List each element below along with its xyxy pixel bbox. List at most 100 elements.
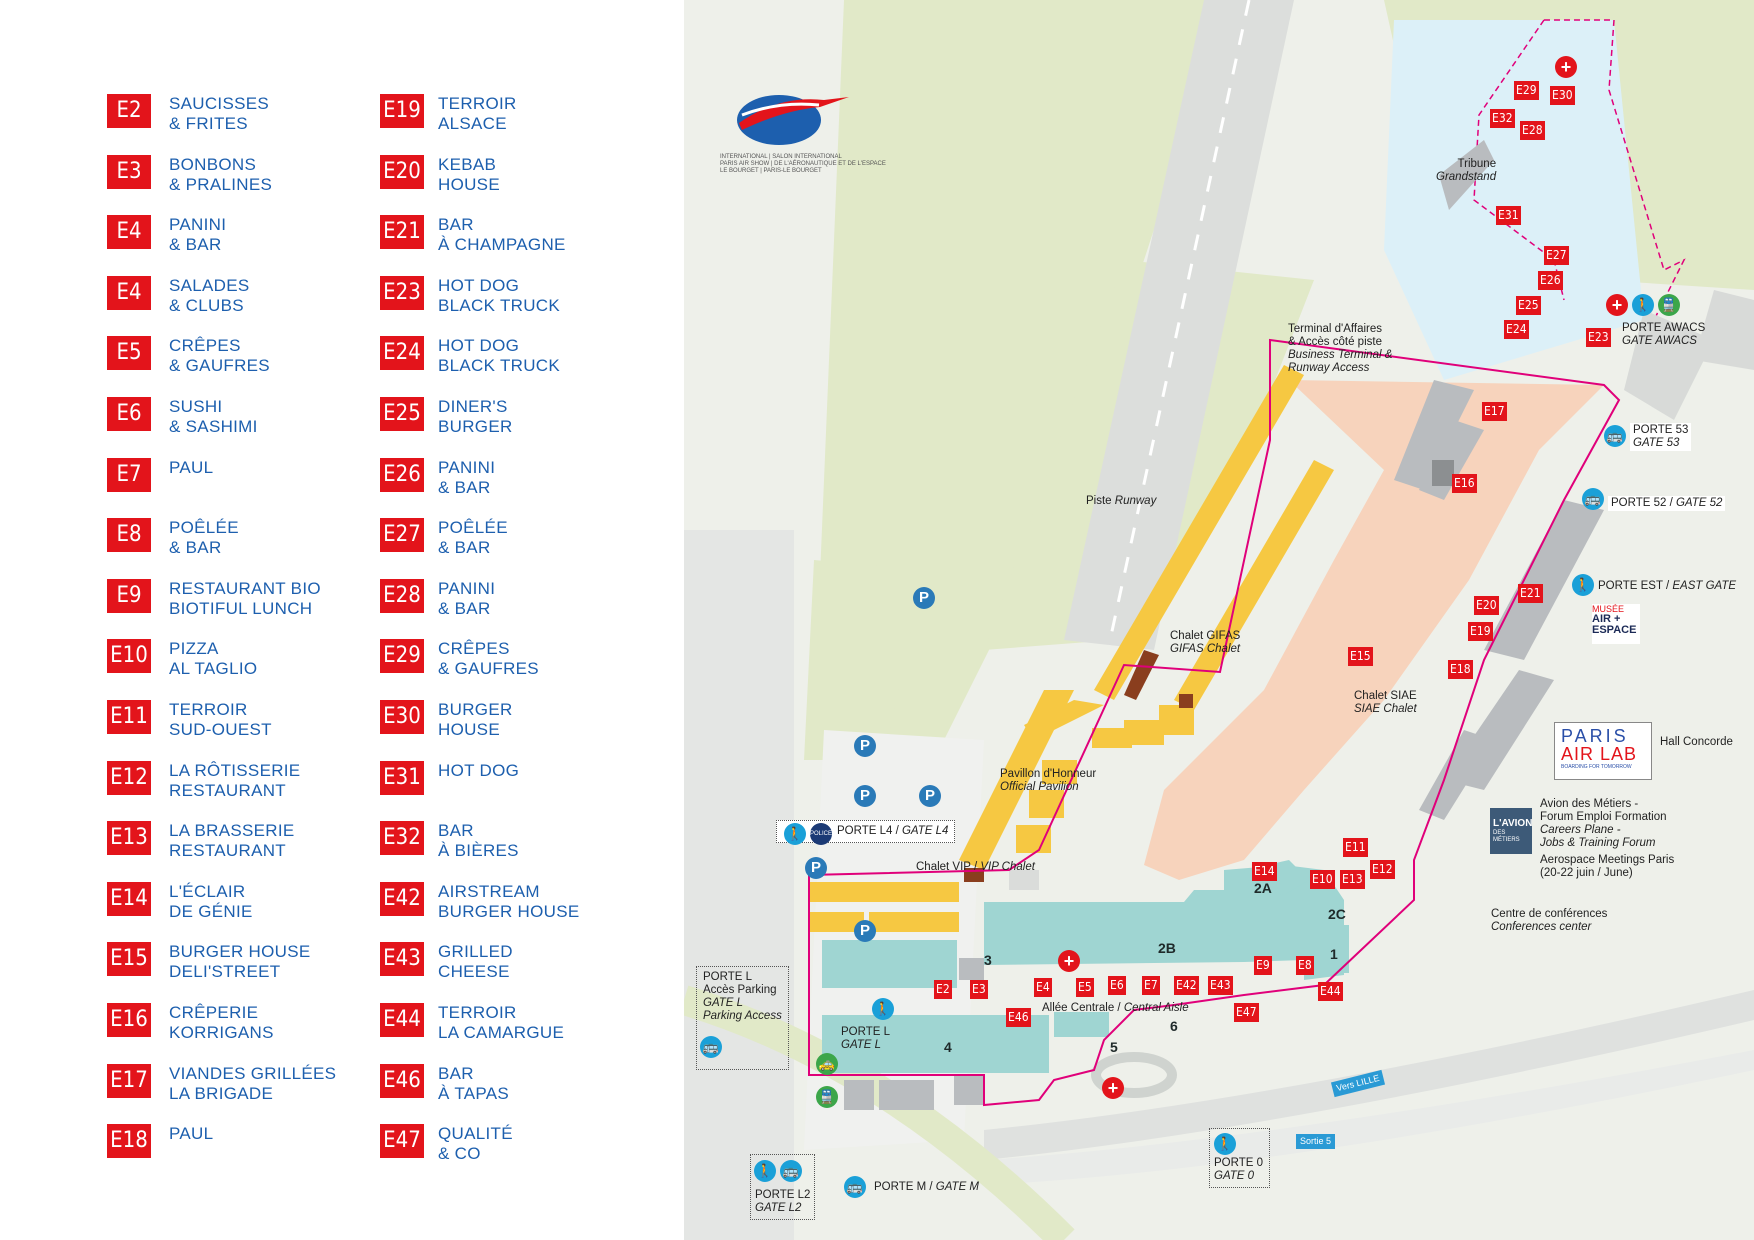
porte-m-fr: PORTE M / bbox=[874, 1181, 936, 1193]
map-badge-e46[interactable]: E46 bbox=[1006, 1008, 1031, 1027]
porte-l-en: GATE L bbox=[841, 1039, 882, 1051]
map-badge-e27[interactable]: E27 bbox=[1544, 246, 1569, 265]
allee-en: Central Aisle bbox=[1123, 1002, 1189, 1014]
expo-zone bbox=[1144, 380, 1604, 880]
legend-stand-name: HOT DOG BLACK TRUCK bbox=[438, 336, 561, 376]
map-badge-e6[interactable]: E6 bbox=[1108, 976, 1126, 995]
chalet-row-2 bbox=[1174, 460, 1334, 710]
avion-metiers-fr: Avion des Métiers - Forum Emploi Formati… bbox=[1540, 798, 1667, 823]
map-badge-e29[interactable]: E29 bbox=[1514, 81, 1539, 100]
legend-code-badge: E7 bbox=[107, 457, 151, 492]
awacs-zone bbox=[1384, 20, 1644, 380]
legend-stand-name: LA RÔTISSERIE RESTAURANT bbox=[169, 760, 301, 800]
legend-stand-name: L'ÉCLAIR DE GÉNIE bbox=[169, 881, 253, 921]
map-badge-e42[interactable]: E42 bbox=[1174, 976, 1199, 995]
map-badge-e21[interactable]: E21 bbox=[1518, 584, 1543, 603]
legend-stand-name: TERROIR LA CAMARGUE bbox=[438, 1003, 565, 1042]
legend-code-badge: E12 bbox=[107, 760, 151, 795]
map-badge-e30[interactable]: E30 bbox=[1550, 86, 1575, 105]
map-badge-e17[interactable]: E17 bbox=[1482, 402, 1507, 421]
map-badge-e19[interactable]: E19 bbox=[1468, 622, 1493, 641]
map-badge-e23[interactable]: E23 bbox=[1586, 328, 1611, 347]
map-badge-e11[interactable]: E11 bbox=[1343, 838, 1368, 857]
legend-stand-name: LA BRASSERIE RESTAURANT bbox=[169, 821, 295, 861]
map-badge-e10[interactable]: E10 bbox=[1310, 870, 1335, 889]
map-badge-e4[interactable]: E4 bbox=[1034, 978, 1052, 997]
map-badge-e43[interactable]: E43 bbox=[1208, 976, 1233, 995]
porte-awacs-fr: PORTE AWACS bbox=[1622, 322, 1706, 334]
site-map[interactable]: INTERNATIONAL | SALON INTERNATIONAL PARI… bbox=[684, 0, 1754, 1240]
hall-number: 6 bbox=[1170, 1018, 1178, 1034]
legend-stand-name: CRÊPES & GAUFRES bbox=[438, 639, 539, 679]
map-badge-e25[interactable]: E25 bbox=[1516, 296, 1541, 315]
map-badge-e13[interactable]: E13 bbox=[1340, 870, 1365, 889]
map-badge-e14[interactable]: E14 bbox=[1252, 862, 1277, 881]
legend-item-e12: E12 LA RÔTISSERIE RESTAURANT bbox=[107, 760, 407, 811]
legend-code-badge: E25 bbox=[380, 397, 424, 431]
shuttle-icon: 🚌 bbox=[1604, 425, 1626, 447]
legend-code-badge: E17 bbox=[107, 1063, 151, 1098]
map-badge-e32[interactable]: E32 bbox=[1490, 109, 1515, 128]
map-badge-e15[interactable]: E15 bbox=[1348, 647, 1373, 666]
hall-number: 4 bbox=[944, 1039, 952, 1055]
map-badge-e24[interactable]: E24 bbox=[1504, 320, 1529, 339]
porte-l2-en: GATE L2 bbox=[755, 1202, 802, 1214]
porte-est-label[interactable]: PORTE EST / EAST GATE bbox=[1598, 580, 1736, 593]
map-badge-e5[interactable]: E5 bbox=[1076, 978, 1094, 997]
conf-en: Conferences center bbox=[1491, 921, 1592, 933]
map-badge-e47[interactable]: E47 bbox=[1234, 1003, 1259, 1022]
parking-icon: P bbox=[854, 785, 876, 807]
logo-line-3: LE BOURGET | PARIS-LE BOURGET bbox=[720, 168, 822, 174]
legend-stand-name: CRÊPERIE KORRIGANS bbox=[169, 1003, 274, 1042]
map-badge-e2[interactable]: E2 bbox=[934, 980, 952, 999]
vip-fr: Chalet VIP / bbox=[916, 861, 981, 873]
map-badge-e9[interactable]: E9 bbox=[1254, 956, 1272, 975]
map-badge-e44[interactable]: E44 bbox=[1318, 982, 1343, 1001]
legend-stand-name: PIZZA AL TAGLIO bbox=[169, 639, 258, 679]
legend-code-badge: E4 bbox=[107, 275, 151, 310]
map-badge-e8[interactable]: E8 bbox=[1296, 956, 1314, 975]
map-badge-e16[interactable]: E16 bbox=[1452, 474, 1477, 493]
vip-en: VIP Chalet bbox=[980, 861, 1035, 873]
airlab-tagline: BOARDING FOR TOMORROW bbox=[1561, 764, 1632, 770]
map-badge-e31[interactable]: E31 bbox=[1496, 206, 1521, 225]
map-badge-e18[interactable]: E18 bbox=[1448, 660, 1473, 679]
legend-code-badge: E29 bbox=[380, 639, 424, 674]
map-badge-e3[interactable]: E3 bbox=[970, 980, 988, 999]
porte-52-label[interactable]: PORTE 52 / GATE 52 bbox=[1608, 496, 1726, 511]
porte-l2-fr: PORTE L2 bbox=[755, 1189, 811, 1201]
map-badge-e28[interactable]: E28 bbox=[1520, 121, 1545, 140]
legend-code-badge: E44 bbox=[380, 1003, 424, 1037]
map-badge-e20[interactable]: E20 bbox=[1474, 596, 1499, 615]
legend-stand-name: AIRSTREAM BURGER HOUSE bbox=[438, 881, 580, 921]
grandstand bbox=[1439, 140, 1494, 210]
legend-code-badge: E4 bbox=[107, 215, 151, 250]
vip-chalet-label: Chalet VIP / VIP Chalet bbox=[916, 861, 1035, 874]
avion-logo-line-1: L'AVION bbox=[1493, 818, 1533, 829]
siae-en: SIAE Chalet bbox=[1354, 703, 1417, 715]
porte-m-label[interactable]: PORTE M / GATE M bbox=[874, 1181, 979, 1194]
porte-52-fr: PORTE 52 / bbox=[1611, 497, 1676, 509]
map-badge-e26[interactable]: E26 bbox=[1538, 271, 1563, 290]
shuttle-icon: 🚌 bbox=[700, 1036, 722, 1058]
map-badge-e7[interactable]: E7 bbox=[1142, 976, 1160, 995]
map-badge-e12[interactable]: E12 bbox=[1370, 860, 1395, 879]
legend-code-badge: E21 bbox=[380, 215, 424, 250]
